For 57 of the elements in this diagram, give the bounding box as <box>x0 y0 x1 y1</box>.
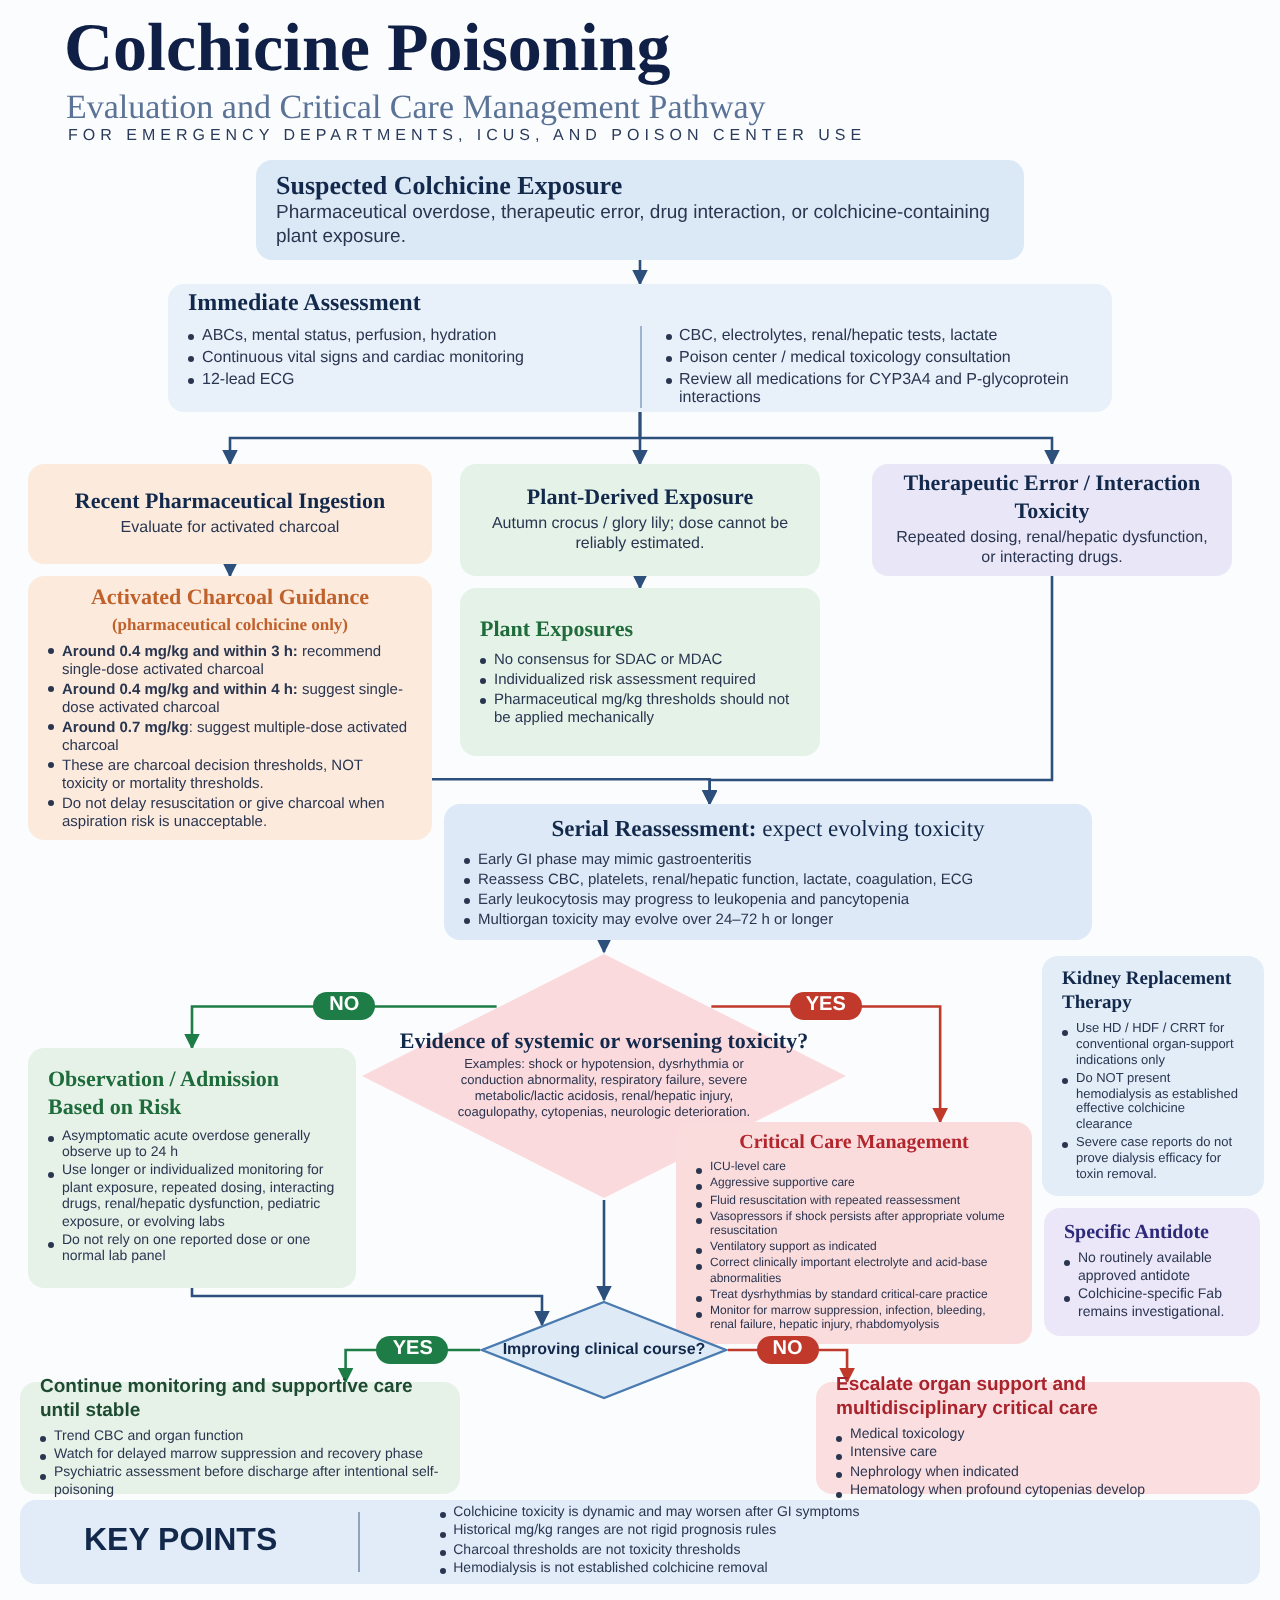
arrow <box>632 573 648 590</box>
heading: Continue monitoring and supportive care until stable <box>40 1375 415 1424</box>
description-text: Repeated dosing, renal/hepatic dysfunction, or interacting drugs. <box>894 527 1210 568</box>
subtitle: Evaluation and Critical Care Management Pathway <box>66 86 766 128</box>
edge-label: YES <box>789 992 862 1021</box>
bullet-text: ABCs, mental status, perfusion, hydration <box>202 326 497 346</box>
process-box <box>460 464 820 576</box>
heading: Kidney Replacement Therapy <box>1062 969 1234 1017</box>
info-box <box>1042 956 1264 1196</box>
heading: KEY POINTS <box>84 1522 278 1562</box>
bullet-text: Continuous vital signs and cardiac monitoring <box>202 347 524 367</box>
heading: Plant Exposures <box>480 617 636 645</box>
title: Colchicine Poisoning <box>64 10 671 90</box>
arrow <box>701 576 1054 806</box>
process-box <box>872 464 1232 576</box>
heading: Improving clinical course? <box>500 1340 708 1360</box>
heading: Immediate Assessment <box>188 288 423 319</box>
heading: Suspected Colchicine Exposure <box>276 170 625 203</box>
arrow <box>596 1200 612 1302</box>
heading: Critical Care Management <box>737 1131 971 1157</box>
description-text: Autumn crocus / glory lily; dose cannot be reliably estimated. <box>489 513 791 554</box>
arrow <box>222 561 238 578</box>
process-box <box>256 160 1024 260</box>
edge-label: YES <box>376 1336 449 1364</box>
heading: Therapeutic Error / Interaction Toxicity <box>901 472 1203 528</box>
description-text: Pharmaceutical overdose, therapeutic error, drug interaction, or colchicine-containing plant exposure. <box>276 202 992 250</box>
outcome-box <box>676 1122 1032 1344</box>
subheading: (pharmaceutical colchicine only) <box>109 614 351 636</box>
guidance-box <box>28 576 432 840</box>
guidance-box <box>460 588 820 756</box>
info-box <box>1044 1208 1260 1336</box>
audience-note: FOR EMERGENCY DEPARTMENTS, ICUS, AND POISON CENTER USE <box>68 126 867 148</box>
outcome-box <box>28 1048 356 1288</box>
outcome-box <box>20 1382 460 1494</box>
heading: Plant-Derived Exposure <box>524 486 756 514</box>
arrow <box>632 260 648 286</box>
arrow <box>596 937 612 954</box>
heading: Escalate organ support and multidisciplinary critical care <box>836 1374 1100 1423</box>
bullet-text: Poison center / medical toxicology consultation <box>679 347 1011 367</box>
heading: Activated Charcoal Guidance <box>88 586 372 615</box>
process-box <box>444 804 1092 940</box>
bullet-text: 12-lead ECG <box>202 369 295 389</box>
arrow <box>190 1288 550 1327</box>
description-text: Evaluate for activated charcoal <box>118 517 342 538</box>
heading: Recent Pharmaceutical Ingestion <box>72 490 388 518</box>
edge-label: NO <box>756 1336 819 1364</box>
heading: Specific Antidote <box>1064 1221 1211 1247</box>
process-box <box>168 284 1112 412</box>
bullet-text: Review all medications for CYP3A4 and P-glycoprotein interactions <box>679 369 1071 408</box>
edge-label: NO <box>313 992 376 1021</box>
heading: Evidence of systemic or worsening toxicity? <box>397 1029 811 1058</box>
process-box <box>28 464 432 564</box>
heading: Serial Reassessment: expect evolving toxicity <box>549 815 987 845</box>
arrow <box>638 412 1060 466</box>
bullet-text: CBC, electrolytes, renal/hepatic tests, lactate <box>679 326 998 346</box>
key-points-band <box>20 1500 1260 1584</box>
heading: Observation / Admission Based on Risk <box>48 1068 282 1124</box>
